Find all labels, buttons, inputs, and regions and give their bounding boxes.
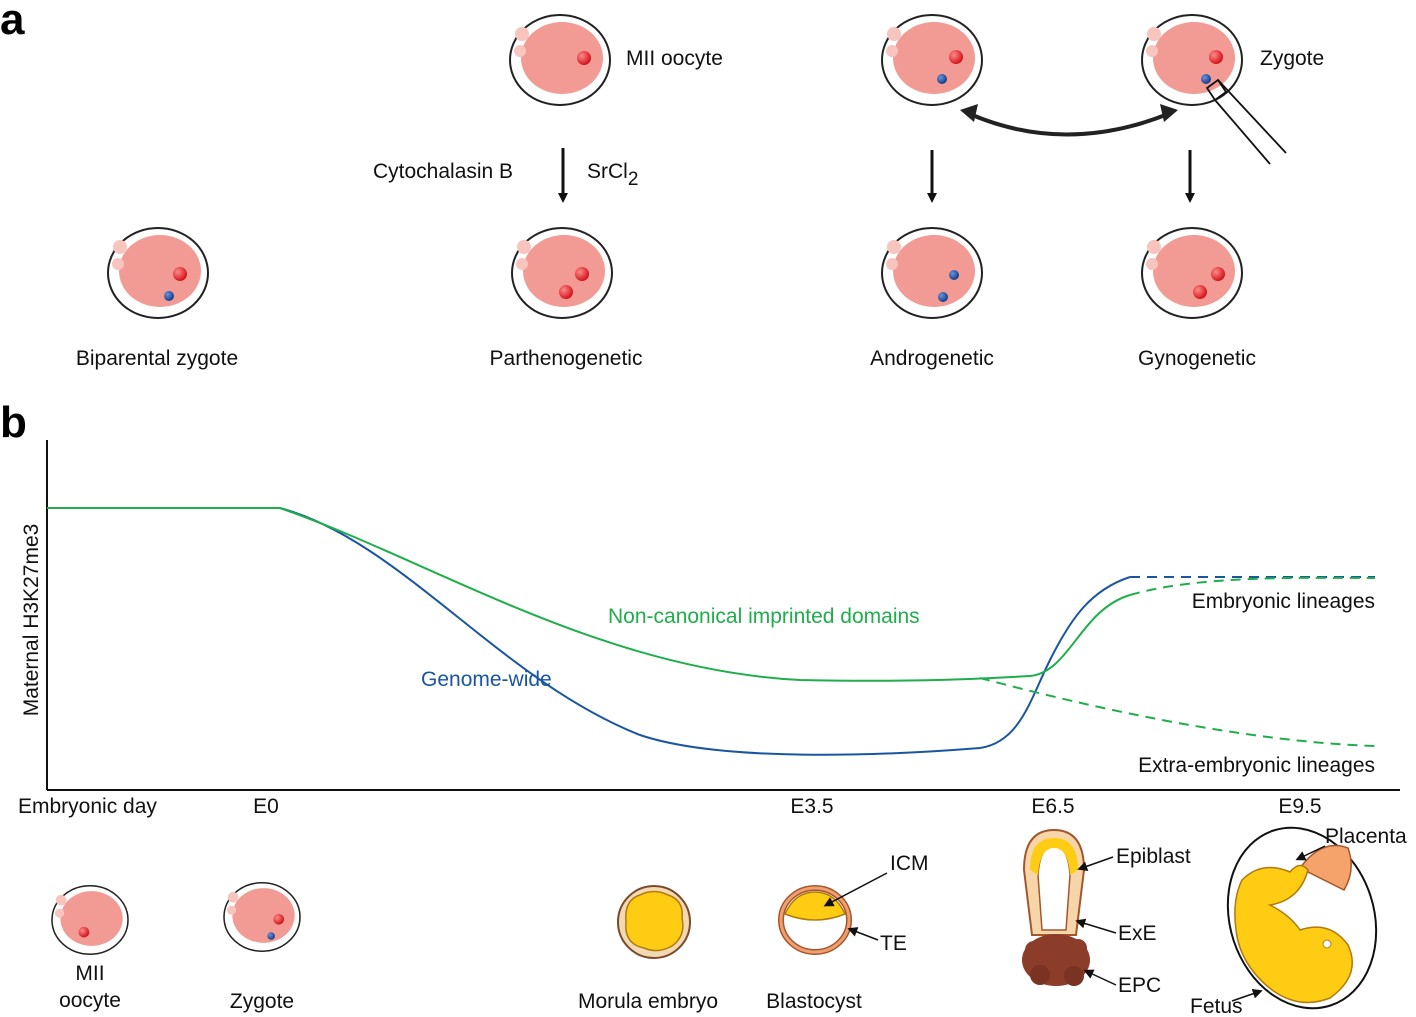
gynogenetic-label: Gynogenetic <box>1138 347 1256 370</box>
tick-e9-5: E9.5 <box>1278 795 1321 818</box>
zygote-source-cell <box>1141 14 1243 106</box>
zygote-label: Zygote <box>1260 47 1324 70</box>
epiblast-label: Epiblast <box>1116 845 1191 868</box>
placenta-arrow <box>1295 845 1326 861</box>
mii-oocyte-cell <box>509 14 611 106</box>
x-axis-label: Embryonic day <box>18 795 157 818</box>
icm-label: ICM <box>890 852 929 875</box>
androgenetic-source-cell <box>881 14 983 106</box>
epiblast-arrow <box>1077 856 1114 872</box>
stage-zygote-cell <box>223 882 301 952</box>
stage-morula-label: Morula embryo <box>578 990 718 1013</box>
androgenetic-cell <box>881 227 983 319</box>
y-axis-label: Maternal H3K27me3 <box>20 524 43 717</box>
genome-wide-curve <box>47 507 1131 756</box>
cytochalasin-label: Cytochalasin B <box>373 160 513 183</box>
imprinted-label: Non-canonical imprinted domains <box>608 605 920 628</box>
imprinted-curve <box>47 507 1131 682</box>
stage-mii-oocyte-cell <box>51 885 129 955</box>
stage-mii-line2: oocyte <box>59 989 121 1012</box>
transfer-arrowhead-left <box>960 104 978 122</box>
fetus-arrow <box>1231 988 1263 1002</box>
transfer-arrowhead-right <box>1160 104 1178 122</box>
parthenogenetic-cell <box>511 227 613 319</box>
panel-a-letter: a <box>0 0 25 44</box>
parthenogenetic-label: Parthenogenetic <box>490 347 643 370</box>
panel-b-letter: b <box>0 398 27 447</box>
egg-cylinder-icon <box>1022 828 1090 986</box>
te-label: TE <box>880 932 907 955</box>
gynogenetic-cell <box>1141 227 1243 319</box>
fetus-label: Fetus <box>1190 995 1243 1017</box>
micropipette-icon <box>1205 78 1287 165</box>
imprinted-extra-dashed <box>979 677 1376 747</box>
exe-arrow <box>1075 918 1117 934</box>
stage-zygote-label: Zygote <box>230 990 294 1013</box>
tick-e0: E0 <box>253 795 279 818</box>
genome-wide-label: Genome-wide <box>421 668 552 691</box>
epc-label: EPC <box>1118 974 1161 997</box>
mii-oocyte-label: MII oocyte <box>626 47 723 70</box>
stage-mii-line1: MII <box>75 962 104 985</box>
biparental-zygote-cell <box>107 227 209 319</box>
biparental-label: Biparental zygote <box>76 347 238 370</box>
nucleus-transfer-arrow <box>969 112 1169 137</box>
epc-arrow <box>1083 969 1117 986</box>
conceptus-icon <box>1226 826 1378 1010</box>
exe-label: ExE <box>1118 922 1157 945</box>
tick-e3-5: E3.5 <box>790 795 833 818</box>
tick-e6-5: E6.5 <box>1031 795 1074 818</box>
srcl-label: SrCl2 <box>587 160 638 190</box>
morula-embryo-icon <box>617 885 691 959</box>
stage-blastocyst-label: Blastocyst <box>766 990 862 1013</box>
te-arrow <box>847 927 879 941</box>
icm-arrow <box>823 872 888 907</box>
imprinted-embryonic-dashed <box>1129 576 1376 596</box>
androgenetic-label: Androgenetic <box>870 347 994 370</box>
placenta-label: Placenta <box>1325 825 1407 848</box>
extra-embryonic-lineages-label: Extra-embryonic lineages <box>1138 754 1375 777</box>
embryonic-lineages-label: Embryonic lineages <box>1192 590 1375 613</box>
